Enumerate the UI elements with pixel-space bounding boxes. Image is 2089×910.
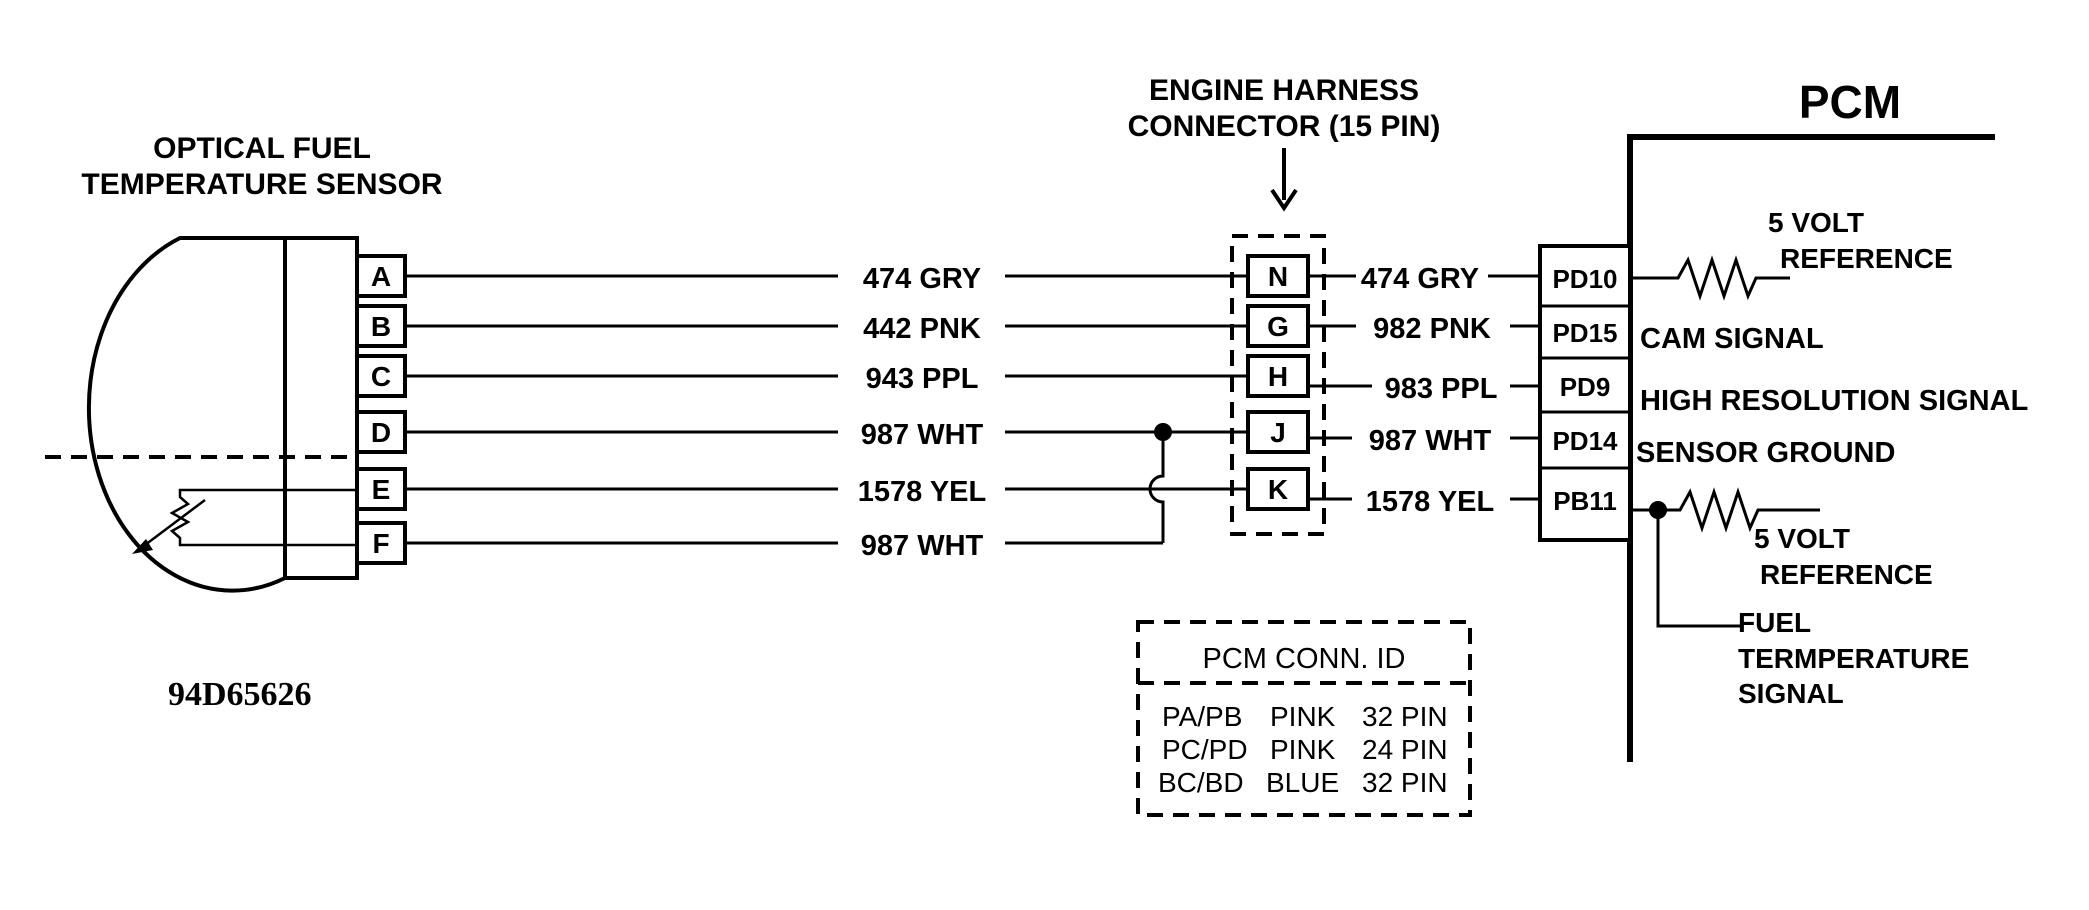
wire-label: 1578 YEL: [858, 476, 986, 508]
conn-id-cell: PA/PB: [1162, 701, 1242, 732]
connector-pin-label: H: [1268, 361, 1288, 392]
pcm-title: PCM: [1799, 76, 1901, 128]
fuel-temp-line1: FUEL: [1738, 607, 1811, 638]
wire-label: 983 PPL: [1385, 373, 1498, 405]
wire-row: 987 WHT: [405, 419, 1248, 451]
ref-bottom-line2: REFERENCE: [1760, 559, 1933, 590]
wire-label: 474 GRY: [1361, 263, 1479, 295]
wire-label: 987 WHT: [1369, 425, 1492, 457]
connector-pin-box: [1246, 254, 1310, 298]
connector-pin-label: J: [1270, 417, 1286, 448]
sensor-pin-label: C: [371, 361, 391, 392]
pcm-boundary: [1627, 134, 1995, 762]
ref-top-line1: 5 VOLT: [1768, 207, 1864, 238]
wire-label: 474 GRY: [863, 263, 981, 295]
conn-id-title: PCM CONN. ID: [1203, 643, 1406, 675]
wire-label: 982 PNK: [1373, 313, 1491, 345]
fuel-temp-line2: TERMPERATURE: [1738, 643, 1969, 674]
wire-row: 474 GRY: [405, 263, 1248, 295]
sensor-title-line2: TEMPERATURE SENSOR: [81, 168, 442, 201]
wire-label: 442 PNK: [863, 313, 981, 345]
wire-label: 987 WHT: [861, 419, 984, 451]
connector-pin-box: [1246, 304, 1310, 348]
cam-signal-label: CAM SIGNAL: [1640, 323, 1824, 355]
sensor-pin-label: E: [372, 474, 391, 505]
connector-pin-label: N: [1268, 261, 1288, 292]
resistor-icon: [1630, 255, 1790, 301]
sensor-pins: A B C D E F: [355, 254, 407, 565]
connector-title-line1: ENGINE HARNESS: [1149, 74, 1419, 107]
connector-pin-box: [1246, 467, 1310, 511]
connector-title-line2: CONNECTOR (15 PIN): [1128, 110, 1441, 143]
connector-pin-label: G: [1267, 311, 1289, 342]
conn-id-cell: 32 PIN: [1362, 767, 1448, 798]
sensor-pin-label: A: [371, 261, 391, 292]
optical-fuel-temperature-sensor: OPTICAL FUEL TEMPERATURE SENSOR A B C D …: [45, 132, 443, 593]
conn-id-cell: PINK: [1270, 701, 1336, 732]
conn-id-cell: PINK: [1270, 734, 1336, 765]
sensor-pin-label: F: [372, 528, 389, 559]
high-resolution-signal-label: HIGH RESOLUTION SIGNAL: [1640, 385, 2028, 417]
sensor-title-line1: OPTICAL FUEL: [153, 132, 371, 165]
conn-id-dashed-outline: [1136, 620, 1472, 817]
pcm-pin-label: PD10: [1552, 264, 1617, 294]
fuel-temp-signal-lead: [1656, 510, 1740, 628]
sensor-body: [86, 236, 287, 593]
sensor-pin-label: D: [371, 417, 391, 448]
connector-pin-box: [1246, 354, 1310, 398]
pcm-module: PCM PD10 PD15 PD9 PD14 PB11 5 VOLT REFER…: [1538, 76, 2028, 762]
pcm-connector-id-box: PCM CONN. ID PA/PB PINK 32 PIN PC/PD PIN…: [1136, 620, 1472, 817]
ref-bottom-line1: 5 VOLT: [1754, 523, 1850, 554]
wire-row: 987 WHT: [405, 530, 1163, 562]
figure-id: 94D65626: [168, 676, 312, 713]
ref-top-line2: REFERENCE: [1780, 243, 1953, 274]
wire-label: 1578 YEL: [1366, 486, 1494, 518]
sensor-pin-label: B: [371, 311, 391, 342]
wire-row: 442 PNK: [405, 313, 1248, 345]
pcm-wires: 474 GRY 982 PNK 983 PPL 987 WHT 1578 YEL: [1308, 263, 1540, 518]
thermistor-icon: [132, 488, 357, 554]
resistor-icon: [1630, 487, 1820, 533]
sensor-ground-label: SENSOR GROUND: [1636, 437, 1895, 469]
engine-harness-connector: ENGINE HARNESS CONNECTOR (15 PIN) N G H …: [1128, 74, 1441, 536]
splice-dot: [1154, 423, 1172, 441]
pcm-pin-label: PD9: [1560, 372, 1611, 402]
connector-pin-label: K: [1268, 474, 1288, 505]
sensor-connector-housing: [283, 236, 359, 580]
pcm-pin-label: PD14: [1552, 426, 1618, 456]
pcm-pin-label: PD15: [1552, 318, 1617, 348]
wire-label: 943 PPL: [866, 363, 979, 395]
fuel-temp-line3: SIGNAL: [1738, 678, 1844, 709]
conn-id-cell: 24 PIN: [1362, 734, 1448, 765]
conn-id-cell: 32 PIN: [1362, 701, 1448, 732]
conn-id-cell: BC/BD: [1158, 767, 1244, 798]
pcm-pin-label: PB11: [1553, 486, 1617, 516]
wire-row: 943 PPL: [405, 363, 1248, 395]
ground-splice: [1148, 423, 1172, 543]
wire-label: 987 WHT: [861, 530, 984, 562]
pcm-pin-block: [1538, 244, 1632, 542]
conn-id-cell: BLUE: [1266, 767, 1339, 798]
conn-id-cell: PC/PD: [1162, 734, 1248, 765]
arrow-down-icon: [1270, 148, 1298, 212]
wire-row: 1578 YEL: [405, 476, 1248, 508]
sensor-wires: 474 GRY 442 PNK 943 PPL 987 WHT 1578 YEL…: [405, 263, 1248, 562]
connector-pin-box: [1246, 410, 1310, 454]
